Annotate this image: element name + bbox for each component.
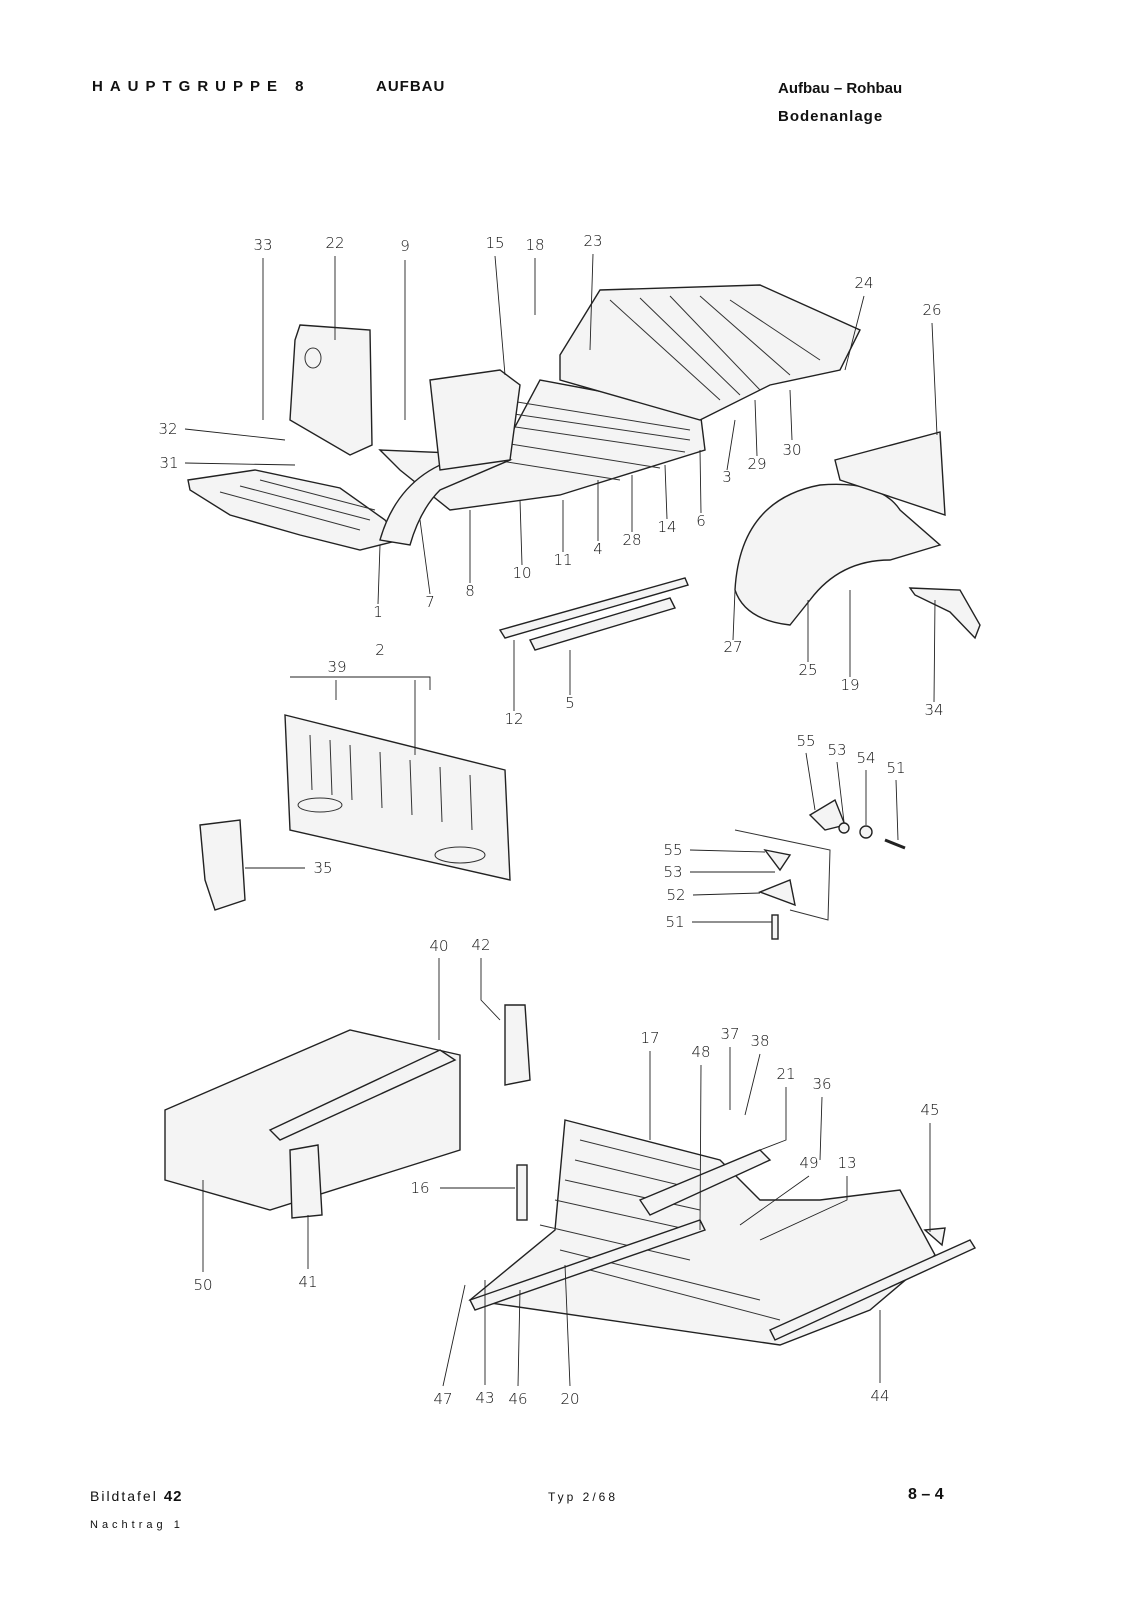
supplement-note: Nachtrag 1 — [90, 1519, 184, 1531]
leader-lines — [184, 253, 938, 1387]
callout-17: 17 — [640, 1029, 660, 1047]
callout-45: 45 — [920, 1101, 940, 1119]
callout-36: 36 — [812, 1075, 832, 1093]
callout-41: 41 — [298, 1273, 318, 1291]
plate-label: Bildtafel — [90, 1488, 158, 1504]
callout-42: 42 — [471, 936, 491, 954]
callout-4: 4 — [593, 540, 603, 558]
callout-55-a: 55 — [796, 732, 816, 750]
callout-22: 22 — [325, 234, 345, 252]
callout-14: 14 — [657, 518, 677, 536]
callout-19: 19 — [840, 676, 860, 694]
callout-51-b: 51 — [665, 913, 685, 931]
callout-35: 35 — [313, 859, 333, 877]
callout-28: 28 — [622, 531, 642, 549]
rear-panel — [284, 714, 511, 881]
callout-7: 7 — [425, 593, 435, 611]
callout-53-a: 53 — [827, 741, 847, 759]
fastener-set — [734, 798, 906, 940]
callout-21: 21 — [776, 1065, 796, 1083]
callout-20: 20 — [560, 1390, 580, 1408]
callout-11: 11 — [553, 551, 573, 569]
callout-23: 23 — [583, 232, 603, 250]
rear-wheel-housing — [734, 431, 946, 626]
callout-40: 40 — [429, 937, 449, 955]
callout-32: 32 — [158, 420, 178, 438]
rear-floor-pan — [559, 284, 861, 421]
callout-55-b: 55 — [663, 841, 683, 859]
front-floor-pan — [187, 469, 402, 551]
callout-25: 25 — [798, 661, 818, 679]
callout-30: 30 — [782, 441, 802, 459]
group-name: AUFBAU — [376, 78, 446, 95]
callout-27: 27 — [723, 638, 743, 656]
side-sills — [498, 577, 981, 651]
callout-37: 37 — [720, 1025, 740, 1043]
callout-13: 13 — [837, 1154, 857, 1172]
callout-26: 26 — [922, 301, 942, 319]
callout-43: 43 — [475, 1389, 495, 1407]
corner-bracket — [199, 819, 246, 911]
callout-54: 54 — [856, 749, 876, 767]
callout-16: 16 — [410, 1179, 430, 1197]
plate-reference: Bildtafel 42 — [90, 1488, 183, 1505]
callout-34: 34 — [924, 701, 944, 719]
callout-47: 47 — [433, 1390, 453, 1408]
callout-2: 2 — [375, 641, 385, 659]
callout-51-a: 51 — [886, 759, 906, 777]
callout-15: 15 — [485, 234, 505, 252]
section-title: Aufbau – Rohbau — [778, 80, 903, 97]
callout-5: 5 — [565, 694, 575, 712]
callout-49: 49 — [799, 1154, 819, 1172]
callout-9: 9 — [400, 237, 410, 255]
seat-panel — [289, 324, 373, 456]
lower-box-frame — [164, 1004, 531, 1219]
callout-53-b: 53 — [663, 863, 683, 881]
callout-1: 1 — [373, 603, 383, 621]
callout-10: 10 — [512, 564, 532, 582]
subsection-title: Bodenanlage — [778, 108, 884, 125]
main-group-heading: HAUPTGRUPPE 8 — [92, 78, 311, 95]
plate-number: 42 — [163, 1488, 183, 1505]
callout-46: 46 — [508, 1390, 528, 1408]
callout-39: 39 — [327, 658, 347, 676]
lower-floor-assembly — [468, 1119, 977, 1346]
callout-33: 33 — [253, 236, 273, 254]
callout-52: 52 — [666, 886, 686, 904]
callout-38: 38 — [750, 1032, 770, 1050]
callout-44: 44 — [870, 1387, 890, 1405]
callout-3: 3 — [722, 468, 732, 486]
callout-24: 24 — [854, 274, 874, 292]
callout-12: 12 — [504, 710, 524, 728]
callout-29: 29 — [747, 455, 767, 473]
callout-50: 50 — [193, 1276, 213, 1294]
callout-8: 8 — [465, 582, 475, 600]
callout-18: 18 — [525, 236, 545, 254]
callout-31: 31 — [159, 454, 179, 472]
page-number: 8 – 4 — [908, 1486, 944, 1503]
callout-6: 6 — [696, 512, 706, 530]
type-reference: Typ 2/68 — [548, 1490, 619, 1504]
callout-48: 48 — [691, 1043, 711, 1061]
wheel-arch-tunnel — [379, 369, 521, 546]
